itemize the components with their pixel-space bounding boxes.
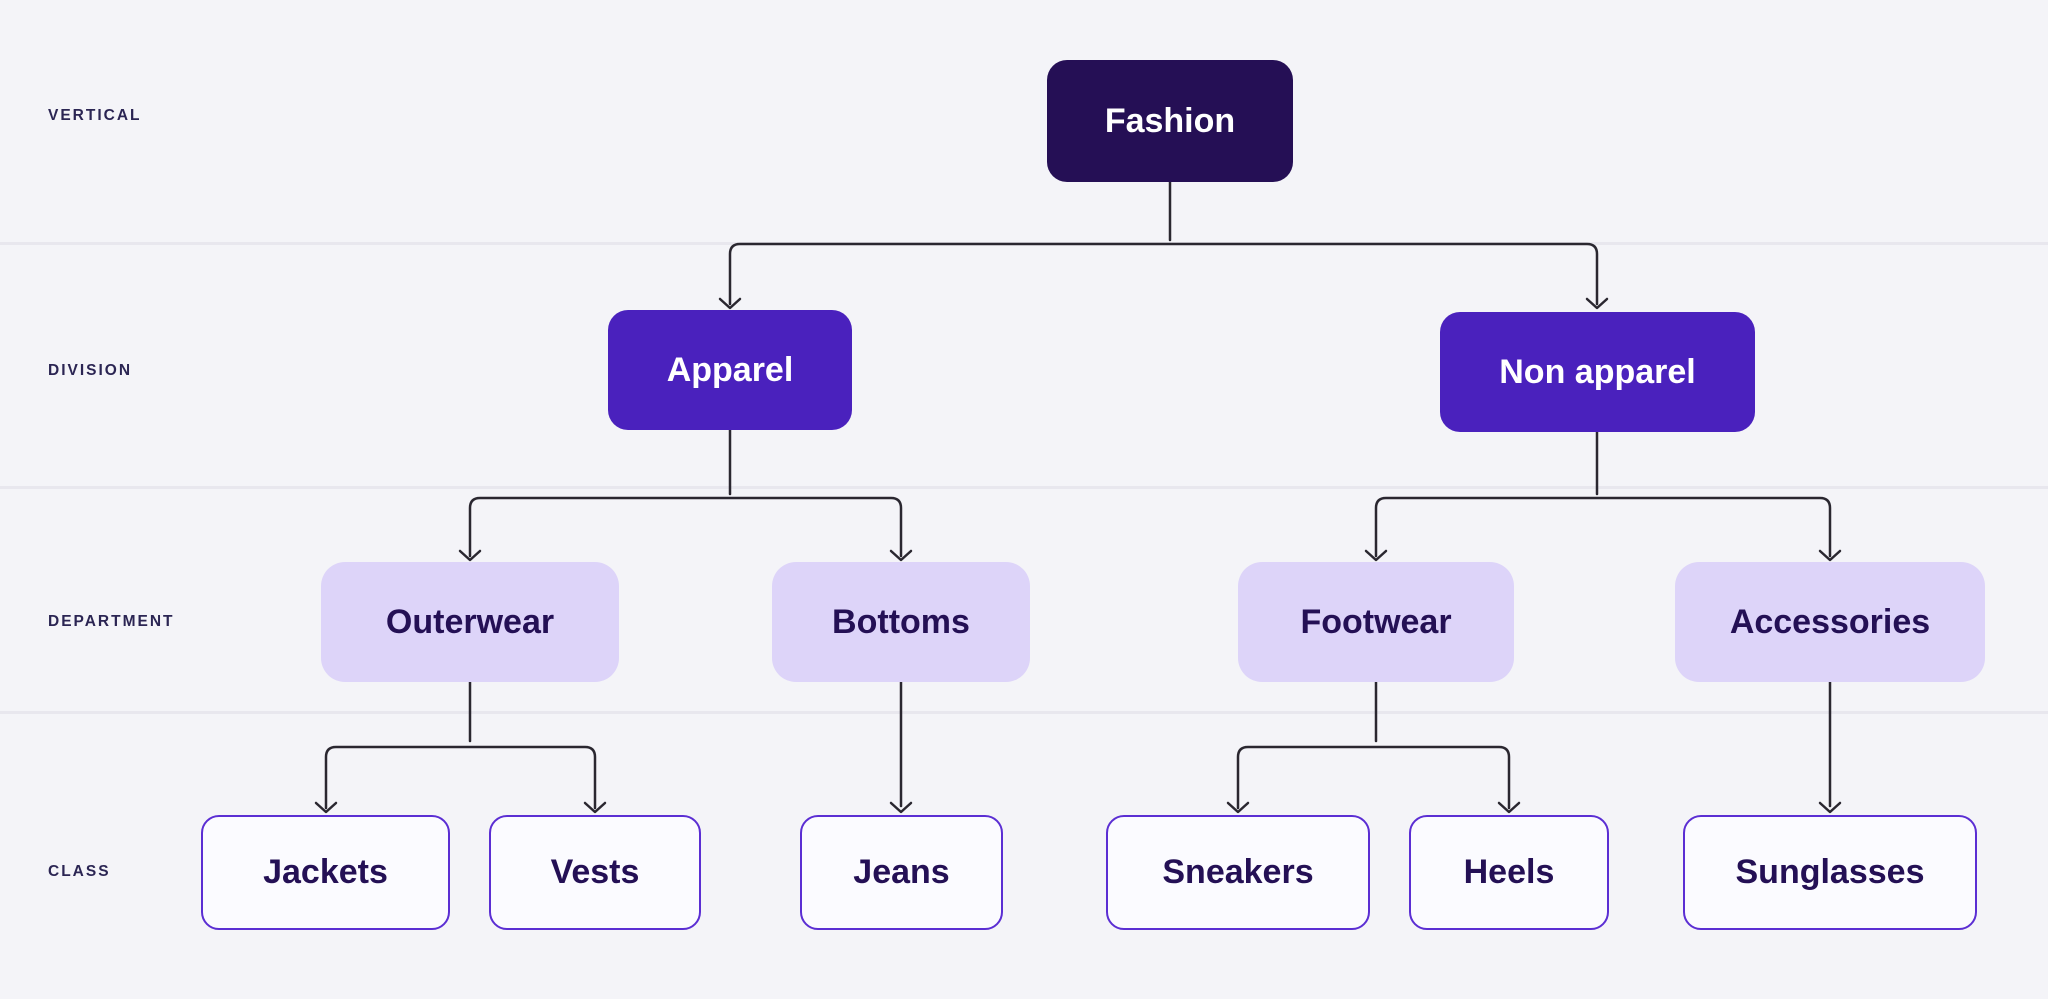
node-sunglasses-label: Sunglasses <box>1735 853 1925 891</box>
node-sneakers-label: Sneakers <box>1162 853 1314 891</box>
arrowhead-vests <box>583 801 607 814</box>
arrowhead-bottoms <box>889 549 913 562</box>
node-jackets: Jackets <box>201 815 450 930</box>
arrowhead-heels <box>1497 801 1521 814</box>
connector-non-apparel-split <box>1374 496 1832 558</box>
node-bottoms: Bottoms <box>772 562 1030 682</box>
arrowhead-sunglasses <box>1818 801 1842 814</box>
node-bottoms-label: Bottoms <box>832 602 970 641</box>
node-non-apparel: Non apparel <box>1440 312 1755 432</box>
node-sneakers: Sneakers <box>1106 815 1370 930</box>
connector-fashion-split <box>728 242 1599 306</box>
node-fashion: Fashion <box>1047 60 1293 182</box>
node-footwear: Footwear <box>1238 562 1514 682</box>
arrowhead-non-apparel <box>1585 297 1609 310</box>
node-outerwear: Outerwear <box>321 562 619 682</box>
connector-outerwear-split <box>324 745 597 810</box>
node-non-apparel-label: Non apparel <box>1499 352 1696 391</box>
node-heels-label: Heels <box>1463 853 1555 891</box>
node-accessories: Accessories <box>1675 562 1985 682</box>
node-heels: Heels <box>1409 815 1609 930</box>
row-label-class: CLASS <box>48 863 111 880</box>
row-label-division: DIVISION <box>48 362 133 379</box>
arrowhead-jeans <box>889 801 913 814</box>
arrowhead-jackets <box>314 801 338 814</box>
row-label-department: DEPARTMENT <box>48 613 175 630</box>
node-vests-label: Vests <box>550 853 640 891</box>
row-divider <box>0 242 2048 245</box>
row-divider <box>0 486 2048 489</box>
node-accessories-label: Accessories <box>1729 602 1931 641</box>
node-sunglasses: Sunglasses <box>1683 815 1977 930</box>
node-jeans: Jeans <box>800 815 1003 930</box>
node-apparel-label: Apparel <box>666 350 794 389</box>
node-jeans-label: Jeans <box>853 853 950 891</box>
node-outerwear-label: Outerwear <box>385 602 555 641</box>
arrowhead-accessories <box>1818 549 1842 562</box>
row-label-vertical: VERTICAL <box>48 107 142 124</box>
arrowhead-outerwear <box>458 549 482 562</box>
node-apparel: Apparel <box>608 310 852 430</box>
arrowhead-sneakers <box>1226 801 1250 814</box>
arrowhead-apparel <box>718 297 742 310</box>
connector-apparel-split <box>468 496 903 558</box>
arrowhead-footwear <box>1364 549 1388 562</box>
connector-footwear-split <box>1236 745 1511 810</box>
node-fashion-label: Fashion <box>1104 101 1236 140</box>
node-footwear-label: Footwear <box>1300 602 1452 641</box>
node-vests: Vests <box>489 815 701 930</box>
row-divider <box>0 711 2048 714</box>
node-jackets-label: Jackets <box>263 853 388 891</box>
